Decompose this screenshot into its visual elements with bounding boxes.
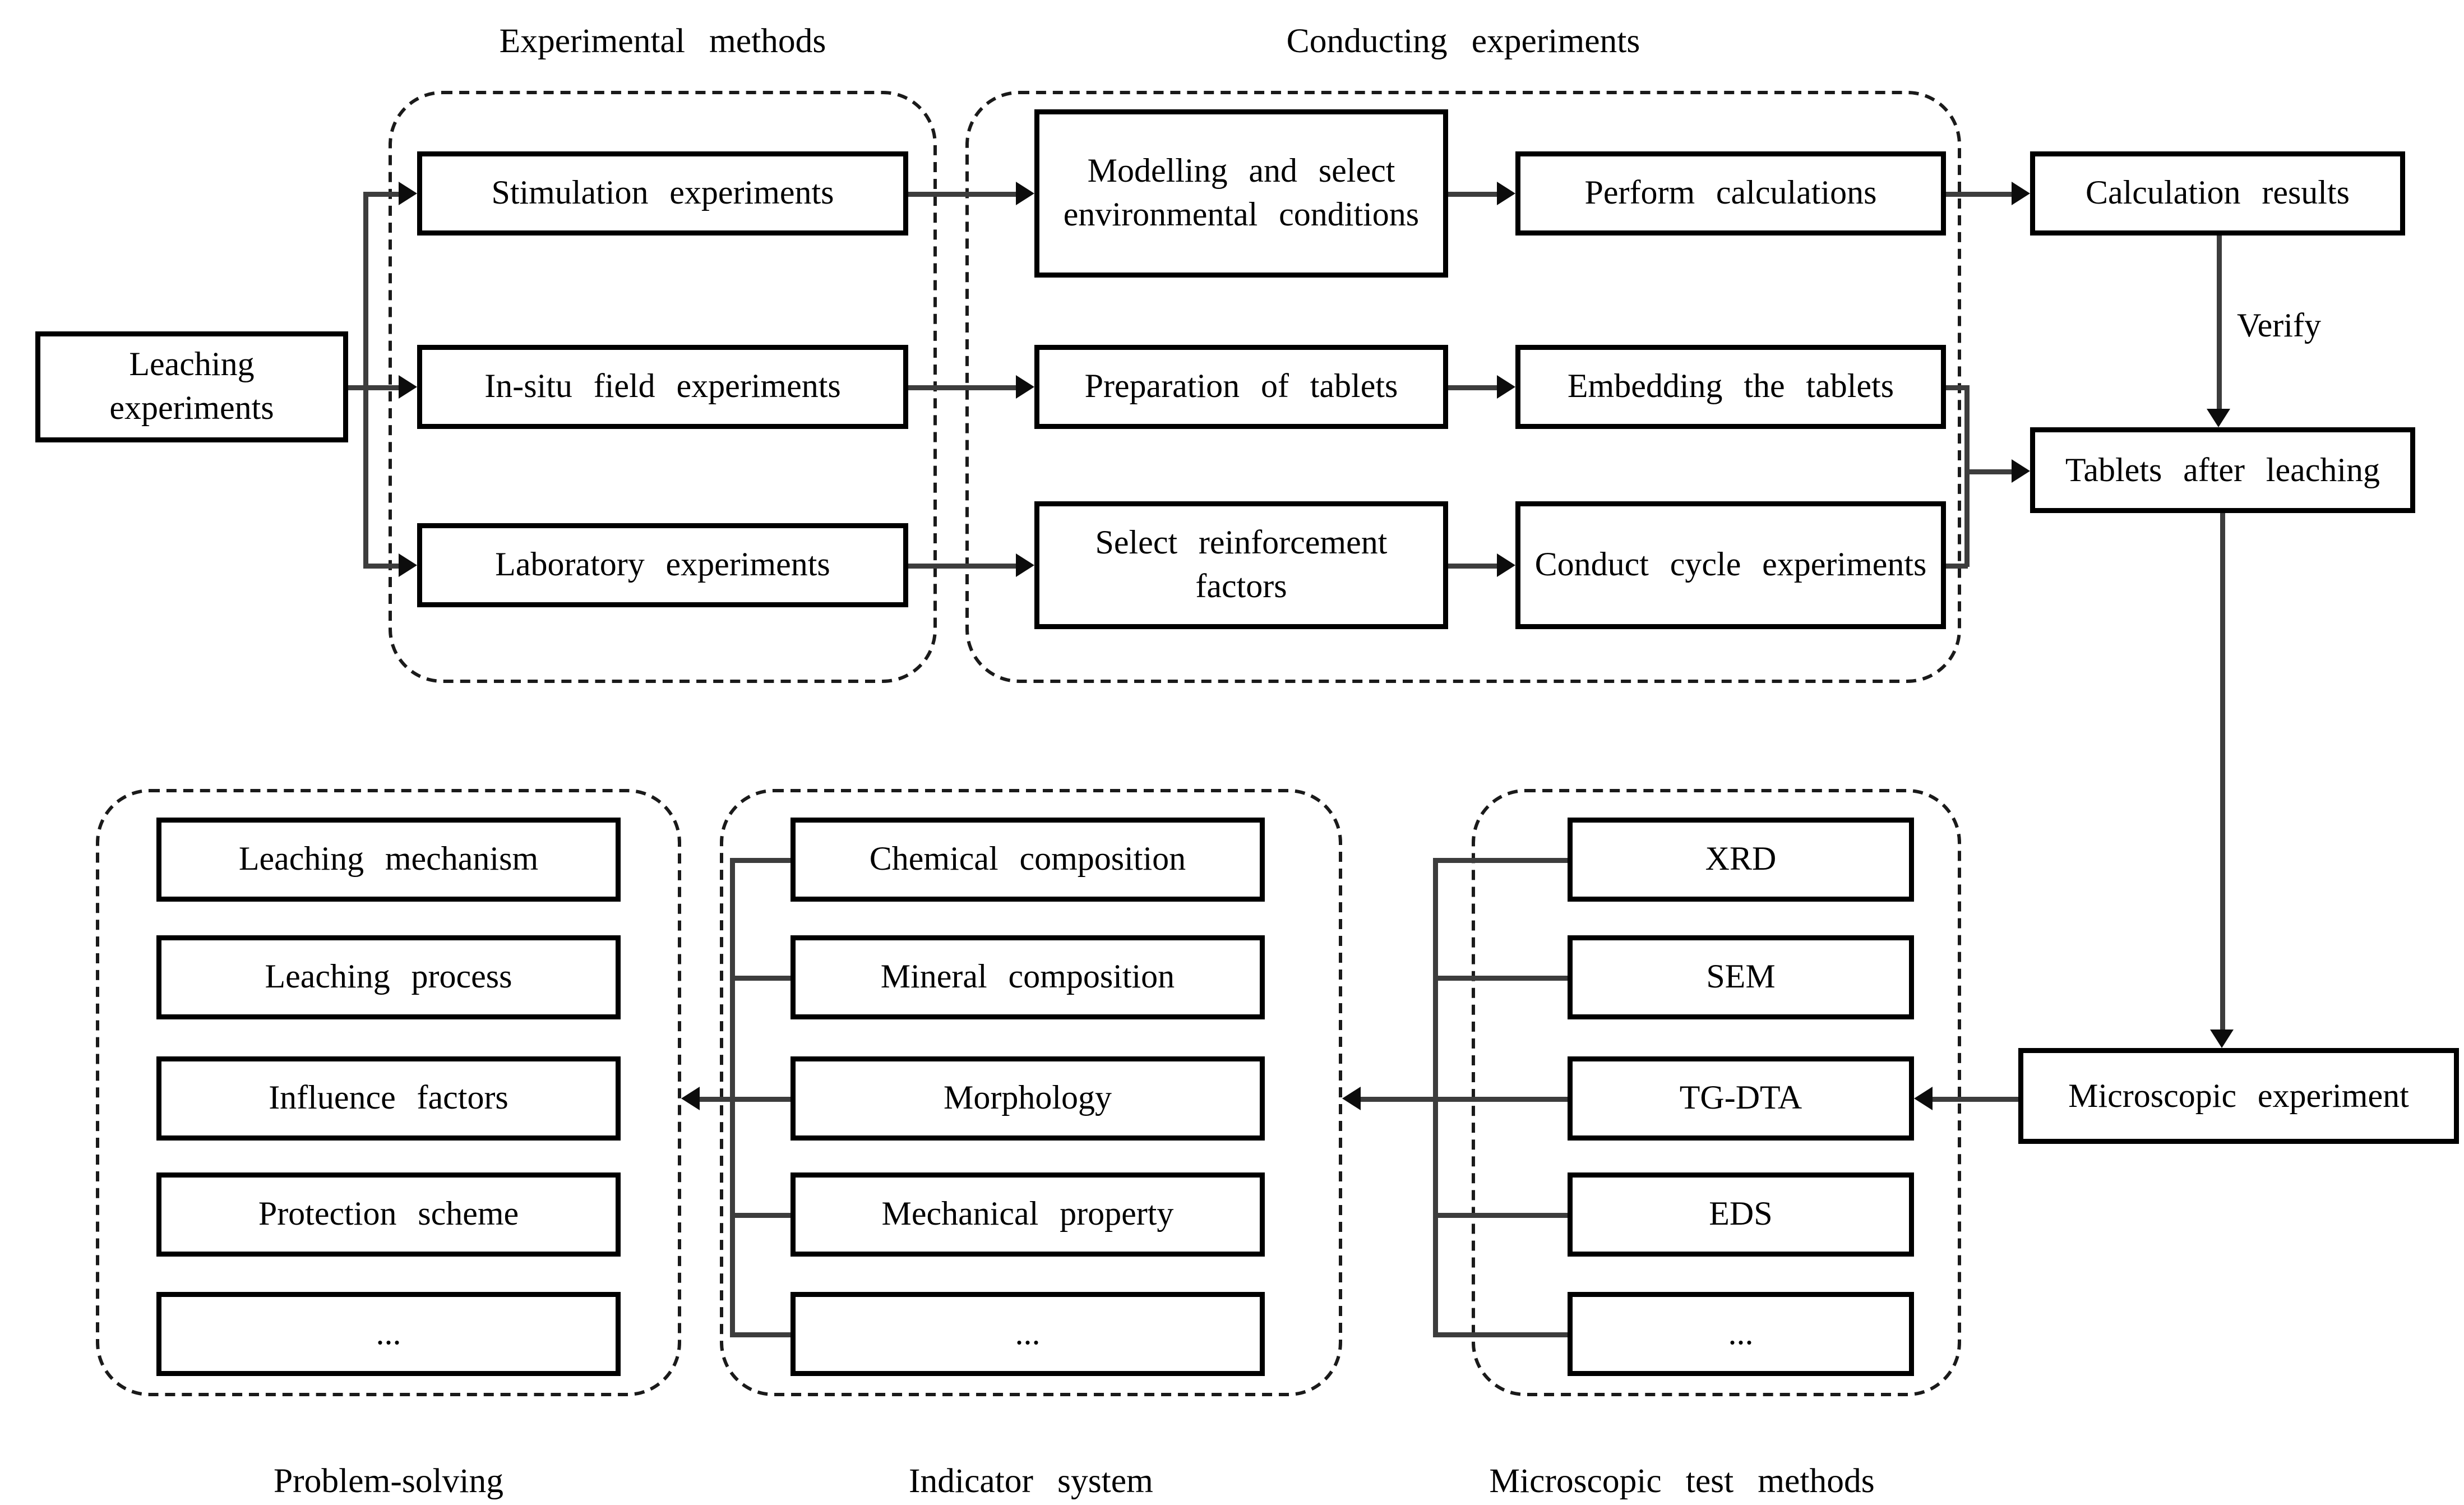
node-problem-ellipsis: ... (156, 1292, 621, 1376)
node-indicator-ellipsis: ... (790, 1292, 1265, 1376)
node-modelling-select-environmental-conditions: Modelling and select environmental condi… (1034, 109, 1448, 278)
arrowhead-to-problem (681, 1087, 700, 1110)
arrowhead-to-modelling (1016, 182, 1034, 205)
group-problem-solving (96, 789, 681, 1396)
arrowhead-to-indicator (1342, 1087, 1361, 1110)
connector-perform-to-calc-results (1946, 192, 2015, 196)
node-protection-scheme: Protection scheme (156, 1172, 621, 1257)
node-mechanical-property: Mechanical property (790, 1172, 1265, 1257)
connector-micro-stub-eds (1433, 1213, 1568, 1217)
caption-problem-solving: Problem-solving (273, 1464, 503, 1501)
connector-stimulation-to-modelling (908, 192, 1019, 196)
connector-indicator-stub-ellipsis (730, 1332, 790, 1337)
connector-preparation-to-embedding (1448, 385, 1500, 390)
node-microscopic-experiment: Microscopic experiment (2018, 1048, 2459, 1144)
node-calculation-results: Calculation results (2030, 151, 2405, 236)
node-embedding-the-tablets: Embedding the tablets (1515, 345, 1946, 429)
connector-conduct-stub (1946, 564, 1968, 568)
node-morphology: Morphology (790, 1056, 1265, 1141)
node-leaching-experiments: Leaching experiments (35, 331, 348, 442)
connector-branch-to-insitu (363, 385, 402, 390)
group-title-conducting-experiments: Conducting experiments (1286, 24, 1640, 61)
connector-micro-stub-sem (1433, 976, 1568, 980)
connector-leaching-stub (348, 385, 367, 390)
arrowhead-to-tgdta (1914, 1087, 1933, 1110)
arrowhead-to-preparation (1016, 375, 1034, 399)
connector-micro-stub-tgdta (1433, 1097, 1568, 1101)
node-perform-calculations: Perform calculations (1515, 151, 1946, 236)
connector-insitu-to-preparation (908, 385, 1019, 390)
node-chemical-composition: Chemical composition (790, 818, 1265, 902)
node-micro-ellipsis: ... (1568, 1292, 1914, 1376)
connector-micro-stub-ellipsis (1433, 1332, 1568, 1337)
node-select-reinforcement-factors: Select reinforcement factors (1034, 501, 1448, 629)
connector-select-to-conduct (1448, 564, 1500, 568)
connector-embedding-stub (1946, 385, 1968, 390)
node-tg-dta: TG-DTA (1568, 1056, 1914, 1141)
arrowhead-to-laboratory (399, 553, 417, 577)
arrowhead-to-tablets-vertical (2207, 409, 2230, 427)
caption-microscopic-test-methods: Microscopic test methods (1489, 1464, 1875, 1501)
node-sem: SEM (1568, 935, 1914, 1019)
arrowhead-to-embedding (1497, 375, 1515, 399)
edge-label-verify: Verify (2237, 308, 2321, 345)
connector-bracket-to-tablets (1964, 469, 2015, 474)
arrowhead-to-tablets (2012, 459, 2030, 483)
node-laboratory-experiments: Laboratory experiments (417, 523, 908, 607)
connector-tablets-to-micro-exp (2220, 513, 2225, 1033)
arrowhead-to-micro-exp (2210, 1030, 2234, 1048)
connector-leaching-branch-vertical (363, 192, 368, 569)
connector-indicator-to-problem (700, 1097, 730, 1101)
arrowhead-to-stimulation (399, 182, 417, 205)
node-influence-factors: Influence factors (156, 1056, 621, 1141)
caption-indicator-system: Indicator system (909, 1464, 1153, 1501)
connector-calc-results-to-tablets (2217, 236, 2221, 410)
node-stimulation-experiments: Stimulation experiments (417, 151, 908, 236)
node-xrd: XRD (1568, 818, 1914, 902)
connector-micro-stub-xrd (1433, 858, 1568, 862)
node-leaching-process: Leaching process (156, 935, 621, 1019)
node-eds: EDS (1568, 1172, 1914, 1257)
connector-branch-to-stimulation (363, 192, 402, 196)
node-tablets-after-leaching: Tablets after leaching (2030, 427, 2415, 513)
connector-indicator-stub-mechanical (730, 1213, 790, 1217)
connector-modelling-to-perform (1448, 192, 1500, 196)
group-microscopic-test-methods (1472, 789, 1961, 1396)
group-indicator-system (720, 789, 1342, 1396)
connector-indicator-stub-morphology (730, 1097, 790, 1101)
node-insitu-field-experiments: In-situ field experiments (417, 345, 908, 429)
arrowhead-to-insitu (399, 375, 417, 399)
arrowhead-to-calc-results (2012, 182, 2030, 205)
connector-indicator-stub-mineral (730, 976, 790, 980)
connector-laboratory-to-select (908, 564, 1019, 568)
arrowhead-to-conduct (1497, 553, 1515, 577)
group-title-experimental-methods: Experimental methods (499, 24, 826, 61)
connector-tablets-bracket (1964, 385, 1969, 567)
node-leaching-mechanism: Leaching mechanism (156, 818, 621, 902)
node-mineral-composition: Mineral composition (790, 935, 1265, 1019)
connector-indicator-stub-chemical (730, 858, 790, 862)
connector-branch-to-laboratory (363, 564, 402, 568)
node-conduct-cycle-experiments: Conduct cycle experiments (1515, 501, 1946, 629)
node-preparation-of-tablets: Preparation of tablets (1034, 345, 1448, 429)
arrowhead-to-select (1016, 553, 1034, 577)
connector-micro-to-indicator (1361, 1097, 1433, 1101)
connector-micro-exp-to-tgdta (1933, 1097, 2018, 1101)
arrowhead-to-perform (1497, 182, 1515, 205)
